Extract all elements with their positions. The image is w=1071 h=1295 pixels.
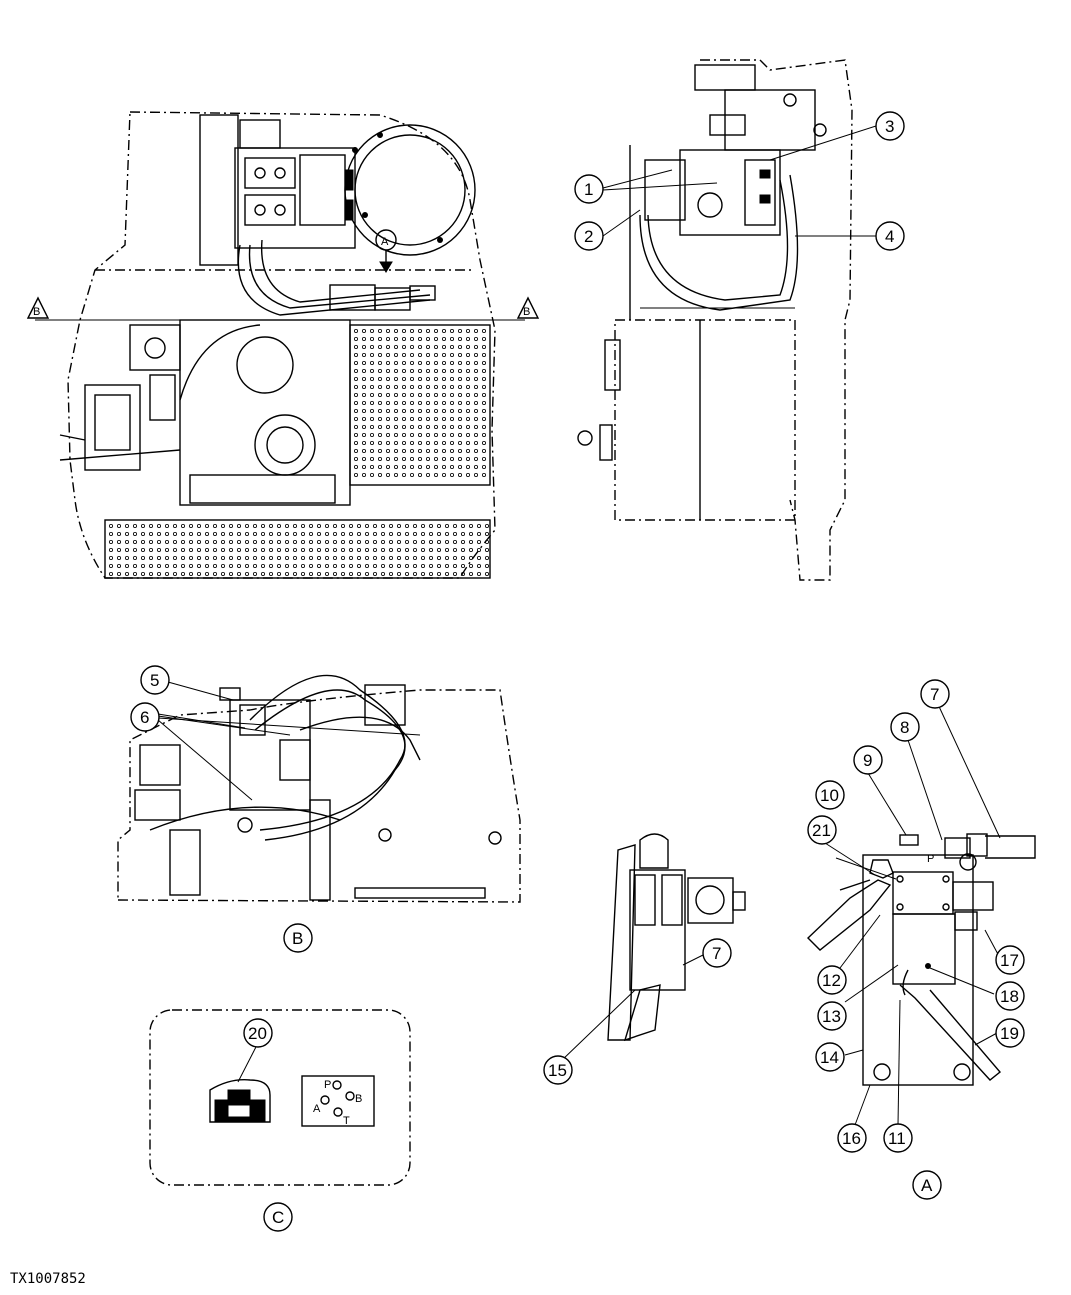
callout-18: 18 bbox=[995, 981, 1025, 1011]
svg-text:A: A bbox=[313, 1103, 321, 1115]
callout-14: 14 bbox=[815, 1042, 845, 1072]
svg-text:16: 16 bbox=[842, 1129, 861, 1148]
svg-text:19: 19 bbox=[1000, 1024, 1019, 1043]
svg-text:6: 6 bbox=[140, 708, 149, 727]
svg-text:15: 15 bbox=[548, 1061, 567, 1080]
svg-text:3: 3 bbox=[885, 117, 894, 136]
svg-text:P: P bbox=[927, 853, 934, 865]
callout-15: 15 bbox=[543, 1055, 573, 1085]
callout-9: 9 bbox=[853, 745, 883, 775]
callout-7-view-a: 7 bbox=[920, 679, 950, 709]
callout-3: 3 bbox=[875, 111, 905, 141]
svg-text:12: 12 bbox=[822, 971, 841, 990]
svg-text:7: 7 bbox=[930, 685, 939, 704]
svg-text:5: 5 bbox=[150, 671, 159, 690]
svg-text:20: 20 bbox=[248, 1024, 267, 1043]
callout-8: 8 bbox=[890, 712, 920, 742]
svg-text:1: 1 bbox=[584, 180, 593, 199]
callout-20: 20 bbox=[243, 1018, 273, 1048]
callout-6: 6 bbox=[130, 702, 160, 732]
svg-text:B: B bbox=[355, 1093, 362, 1105]
callout-16: 16 bbox=[837, 1123, 867, 1153]
grid-pattern-bottom bbox=[109, 524, 489, 577]
callout-2: 2 bbox=[574, 221, 604, 251]
callout-7-middle: 7 bbox=[702, 938, 732, 968]
svg-text:P: P bbox=[324, 1079, 331, 1091]
view-label-c: C bbox=[263, 1202, 293, 1232]
figure-id: TX1007852 bbox=[10, 1271, 86, 1287]
svg-text:7: 7 bbox=[712, 944, 721, 963]
svg-text:17: 17 bbox=[1000, 951, 1019, 970]
svg-text:A: A bbox=[921, 1176, 933, 1195]
middle-valve-view bbox=[559, 833, 746, 1063]
callout-17: 17 bbox=[995, 945, 1025, 975]
view-c: P A B T bbox=[149, 1009, 411, 1186]
svg-text:9: 9 bbox=[863, 751, 872, 770]
svg-text:2: 2 bbox=[584, 227, 593, 246]
svg-text:21: 21 bbox=[812, 821, 831, 840]
section-mark-right: B bbox=[516, 296, 540, 319]
svg-text:18: 18 bbox=[1000, 987, 1019, 1006]
view-arrow-a: A bbox=[375, 229, 397, 273]
callout-12: 12 bbox=[817, 965, 847, 995]
svg-text:C: C bbox=[272, 1208, 284, 1227]
view-label-b: B bbox=[283, 923, 313, 953]
svg-text:8: 8 bbox=[900, 718, 909, 737]
view-a-detail: P bbox=[806, 699, 1036, 1126]
callout-10: 10 bbox=[815, 780, 845, 810]
svg-text:T: T bbox=[343, 1115, 350, 1127]
view-b bbox=[117, 674, 521, 903]
callout-1: 1 bbox=[574, 174, 604, 204]
svg-text:13: 13 bbox=[822, 1007, 841, 1026]
grid-pattern-right bbox=[353, 328, 486, 477]
section-mark-left: B bbox=[26, 296, 50, 319]
callout-5: 5 bbox=[140, 665, 170, 695]
callout-11: 11 bbox=[883, 1123, 913, 1153]
callout-21: 21 bbox=[807, 815, 837, 845]
svg-text:B: B bbox=[33, 306, 40, 318]
main-view: B B A bbox=[26, 111, 540, 579]
svg-text:B: B bbox=[523, 306, 530, 318]
svg-text:4: 4 bbox=[885, 227, 894, 246]
callout-4: 4 bbox=[875, 221, 905, 251]
svg-text:11: 11 bbox=[888, 1129, 906, 1148]
callout-19: 19 bbox=[995, 1018, 1025, 1048]
svg-text:10: 10 bbox=[820, 786, 839, 805]
callout-13: 13 bbox=[817, 1001, 847, 1031]
svg-text:B: B bbox=[292, 929, 303, 948]
svg-text:14: 14 bbox=[820, 1048, 839, 1067]
side-view bbox=[577, 59, 853, 581]
view-label-a: A bbox=[912, 1170, 942, 1200]
svg-text:A: A bbox=[381, 236, 389, 248]
side-view-leaders bbox=[602, 125, 877, 237]
